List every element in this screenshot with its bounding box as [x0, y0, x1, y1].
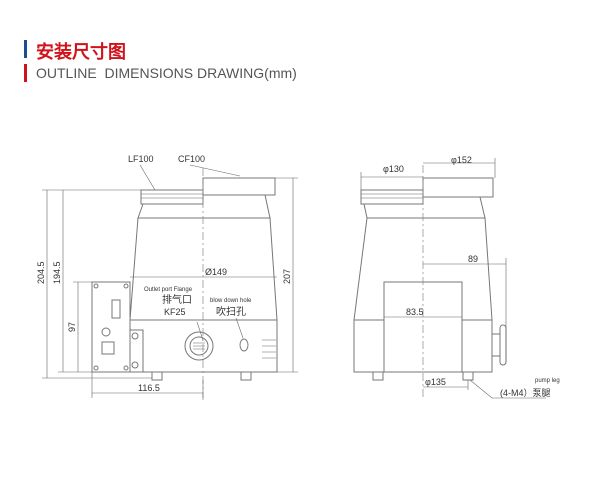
- dim-204-5: 204.5: [36, 261, 46, 284]
- dim-83-5: 83.5: [406, 307, 424, 317]
- title-english: OUTLINE DIMENSIONS DRAWING(mm): [36, 65, 297, 81]
- dim-130: φ130: [383, 164, 404, 174]
- dim-89: 89: [468, 254, 478, 264]
- outlet-label-en: Outlet port Flange: [144, 287, 193, 293]
- label-cf100: CF100: [178, 154, 205, 164]
- side-view: φ130 φ152 89 83.5 φ135 pump leg (4-M4）泵腿: [353, 155, 560, 400]
- pump-body: [129, 217, 278, 321]
- pump-leg-zh: (4-M4）泵腿: [500, 388, 551, 398]
- blow-label-en: blow down hole: [210, 298, 252, 304]
- lf-flange: [140, 189, 204, 205]
- dim-97: 97: [67, 322, 77, 332]
- dim-194-5: 194.5: [52, 261, 62, 284]
- blow-label-zh: 吹扫孔: [216, 305, 246, 318]
- dim-135: φ135: [425, 377, 446, 387]
- dim-207: 207: [282, 269, 292, 284]
- outlet-label-kf25: KF25: [164, 307, 186, 317]
- front-view: LF100 CF100 204.5 194.5 97 207 Ø149 116.…: [36, 154, 298, 400]
- outlet-label-zh: 排气口: [162, 293, 192, 306]
- label-lf100: LF100: [128, 154, 154, 164]
- blow-down-hole: [239, 338, 249, 352]
- dim-149: Ø149: [205, 267, 227, 277]
- dim-116-5: 116.5: [138, 383, 160, 393]
- dim-152: φ152: [451, 155, 472, 165]
- title-chinese: 安装尺寸图: [36, 42, 126, 62]
- pump-leg-en: pump leg: [535, 378, 560, 384]
- accent-bar-blue: [24, 40, 27, 58]
- cf-flange: [202, 177, 276, 196]
- controller-box: [91, 281, 131, 373]
- accent-bar-red: [24, 64, 27, 82]
